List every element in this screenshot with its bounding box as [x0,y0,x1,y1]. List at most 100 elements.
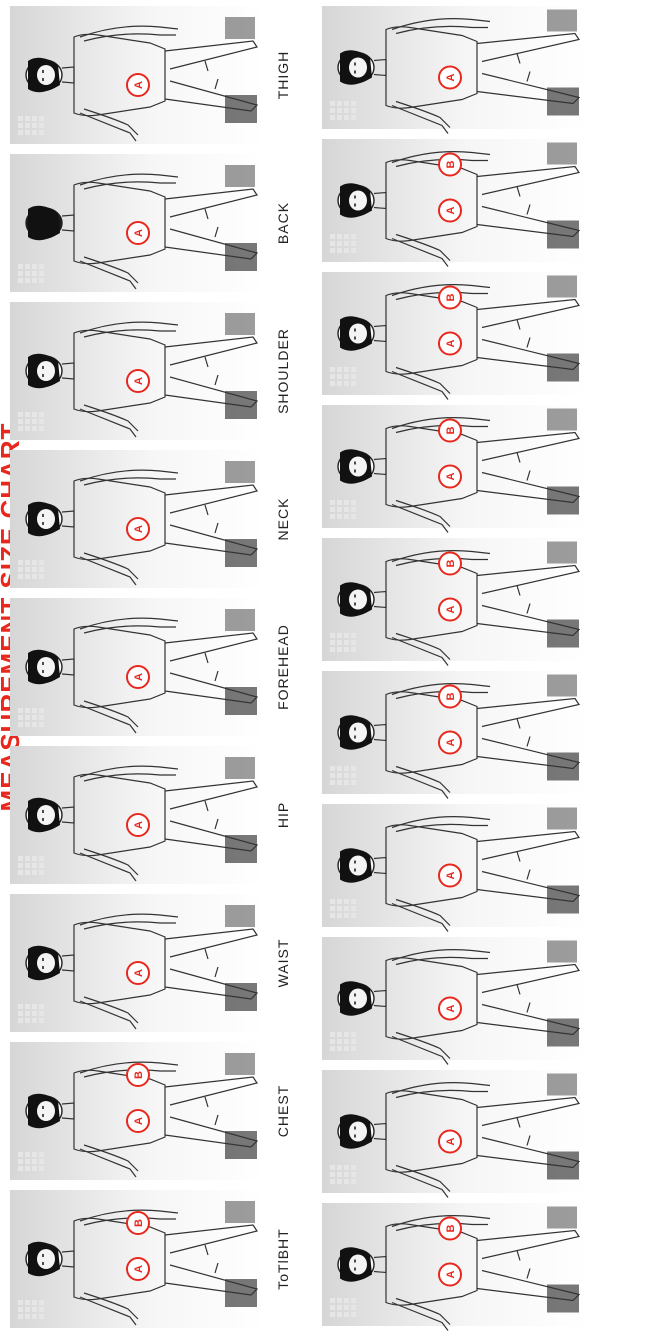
measurement-label: NECK [275,459,295,579]
marker-a: A [127,962,149,984]
svg-text:B: B [133,1071,145,1079]
marker-a: A [439,599,461,621]
marker-a: A [127,222,149,244]
measurement-label: HIP [275,755,295,875]
measurement-card-thigh: A THIGH [10,0,310,150]
figure-illustration: AB [10,1184,265,1334]
svg-text:A: A [445,1004,457,1012]
marker-b: B [439,1218,461,1240]
figure-illustration: A [10,592,265,742]
figure-illustration: A [322,0,587,135]
svg-text:A: A [133,673,145,681]
marker-a: A [439,466,461,488]
marker-a: A [439,865,461,887]
figure-illustration: AB [322,133,587,268]
marker-b: B [439,686,461,708]
marker-b: B [439,154,461,176]
figure-illustration: A [10,0,265,150]
figure-illustration: A [322,798,587,933]
svg-text:A: A [133,377,145,385]
figure-illustration: A [322,1064,587,1199]
measurement-card-back: A BACK [10,148,310,298]
measurement-card-waist: A WAIST [10,888,310,1038]
measurement-card-side-seam: ABSIDE SM [322,665,652,800]
measurement-label: ToTlBHT [275,1199,295,1319]
marker-a: A [127,814,149,836]
figure-illustration: A [10,148,265,298]
svg-text:A: A [445,206,457,214]
marker-a: A [127,518,149,540]
marker-a: A [439,333,461,355]
marker-b: B [439,287,461,309]
marker-b: B [127,1064,149,1086]
marker-b: B [439,420,461,442]
marker-a: A [127,1110,149,1132]
figure-illustration: AB [322,266,587,401]
figure-illustration: AB [322,532,587,667]
figure-illustration: AB [322,1197,587,1332]
svg-text:A: A [445,472,457,480]
figure-illustration: A [10,296,265,446]
measurement-card-hip: A HIP [10,740,310,890]
svg-text:A: A [133,969,145,977]
measurement-card-outseam: AOUT SEAM [322,798,652,933]
marker-b: B [439,553,461,575]
measurement-label: WAIST [275,903,295,1023]
figure-illustration: AB [322,399,587,534]
svg-text:A: A [445,871,457,879]
svg-text:A: A [133,1117,145,1125]
measurement-card-shoulder: A SHOULDER [10,296,310,446]
svg-text:B: B [445,692,457,700]
marker-a: A [439,732,461,754]
marker-a: A [439,998,461,1020]
svg-text:A: A [445,605,457,613]
marker-b: B [127,1212,149,1234]
svg-text:A: A [445,1137,457,1145]
measurement-label: CHEST [275,1051,295,1171]
svg-text:A: A [133,229,145,237]
measurement-label: BACK [275,163,295,283]
svg-text:A: A [133,81,145,89]
svg-text:B: B [445,293,457,301]
marker-a: A [127,1258,149,1280]
svg-text:B: B [133,1219,145,1227]
svg-text:A: A [445,339,457,347]
svg-text:A: A [445,1270,457,1278]
measurement-label: SHOULDER [275,311,295,431]
svg-text:B: B [445,160,457,168]
svg-text:B: B [445,426,457,434]
measurement-label: THIGH [275,15,295,135]
measurement-card-inseam: AINSEAM [322,1064,652,1199]
figure-illustration: AB [322,665,587,800]
marker-a: A [127,370,149,392]
measurement-card-arm-oil: ABARM OIL [322,1197,652,1332]
measurement-card-bust: ABBUST. △ [322,133,652,268]
svg-text:A: A [133,525,145,533]
measurement-card-crotch: ACROTCH [322,931,652,1066]
marker-a: A [127,74,149,96]
figure-illustration: A [322,931,587,1066]
marker-a: A [439,1131,461,1153]
figure-illustration: AB [10,1036,265,1186]
marker-a: A [439,1264,461,1286]
measurement-card-ankle-foot: ABANKLFT [322,266,652,401]
svg-text:A: A [445,73,457,81]
figure-illustration: A [10,740,265,890]
marker-a: A [127,666,149,688]
svg-text:A: A [445,738,457,746]
measurement-card-neck: A NECK [10,444,310,594]
measurement-card-body-width: ABBOD WH [322,532,652,667]
marker-a: A [439,67,461,89]
measurement-card-cup: ACUP [322,0,652,135]
svg-text:B: B [445,559,457,567]
marker-a: A [439,200,461,222]
figure-illustration: A [10,888,265,1038]
svg-text:A: A [133,821,145,829]
figure-illustration: A [10,444,265,594]
measurement-card-wrist-hand: ABWRIHND [322,399,652,534]
measurement-card-forehead: A FOREHEAD [10,592,310,742]
svg-text:B: B [445,1224,457,1232]
measurement-label: FOREHEAD [275,607,295,727]
